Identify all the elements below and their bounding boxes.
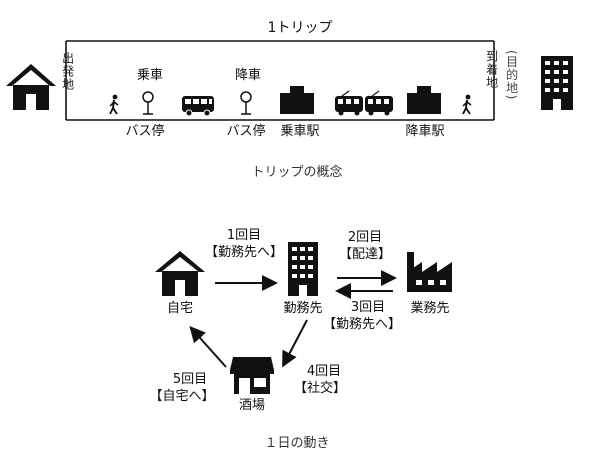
alighting-label: 降車: [234, 68, 262, 83]
bus-stop-label-2: バス停: [226, 124, 266, 139]
walking-person-icon: [462, 94, 472, 115]
daily-movement-caption: １日の動き: [264, 436, 330, 451]
station-building-icon: [407, 86, 441, 114]
arrow-trip-4: [282, 319, 308, 368]
trip2-purpose: 【配達】: [338, 247, 392, 262]
trip-span-bracket: [65, 40, 495, 121]
bus-stop-sign-icon: [142, 91, 154, 115]
trip-concept-caption: トリップの概念: [251, 165, 343, 180]
trip5-purpose: 【自宅へ】: [149, 389, 215, 404]
client-label: 業務先: [410, 301, 450, 316]
bus-stop-sign-icon: [240, 91, 252, 115]
origin-label: 出発地: [60, 52, 75, 91]
walking-person-icon: [109, 94, 119, 115]
destination-alt-label: (目的地): [504, 50, 519, 101]
bus-icon: [182, 96, 214, 117]
trip-span-label: 1トリップ: [267, 20, 333, 36]
home-icon: [6, 64, 56, 110]
trip3-count: 3回目: [350, 300, 386, 315]
trip3-purpose: 【勤務先へ】: [322, 317, 402, 332]
trip1-count: 1回目: [226, 228, 262, 243]
bus-stop-label-1: バス停: [125, 124, 165, 139]
station-alight-label: 降車駅: [405, 124, 445, 139]
factory-icon: [407, 252, 452, 292]
trip4-purpose: 【社交】: [293, 381, 347, 396]
bar-label: 酒場: [238, 398, 266, 413]
bar-shop-icon: [230, 357, 274, 394]
trip2-count: 2回目: [347, 230, 383, 245]
home-icon: [155, 251, 205, 296]
trip5-count: 5回目: [172, 372, 208, 387]
station-board-label: 乗車駅: [280, 124, 320, 139]
trip4-count: 4回目: [306, 364, 342, 379]
destination-label: 到着地: [484, 50, 499, 89]
home-label: 自宅: [166, 301, 194, 316]
train-icon: [335, 90, 393, 116]
boarding-label: 乗車: [136, 68, 164, 83]
trip-arrows: [189, 270, 397, 368]
station-building-icon: [280, 86, 314, 114]
arrow-trip-5: [189, 326, 227, 368]
trip1-purpose: 【勤務先へ】: [204, 245, 284, 260]
office-label: 勤務先: [283, 301, 323, 316]
office-building-icon: [288, 242, 318, 296]
office-building-icon: [541, 56, 573, 110]
